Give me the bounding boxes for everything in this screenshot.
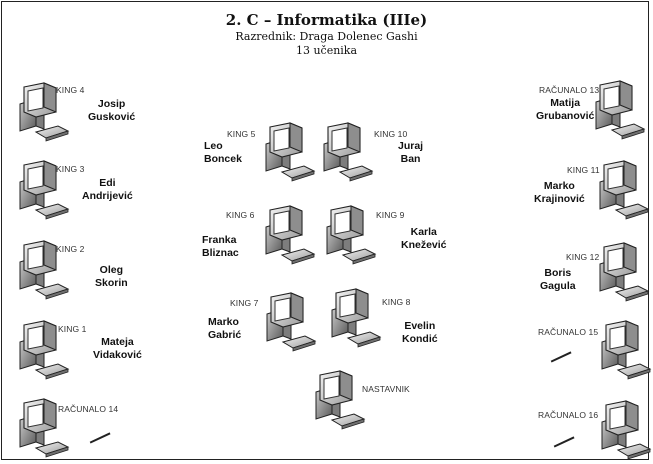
station-label-king7: KING 7: [230, 298, 259, 308]
computer-icon: [590, 242, 652, 302]
computer-icon: [256, 122, 318, 182]
computer-icon: [306, 370, 368, 430]
station-label-king3: KING 3: [56, 164, 85, 174]
computer-icon: [322, 288, 384, 348]
computer-icon: [592, 400, 653, 460]
station-label-king9: KING 9: [376, 210, 405, 220]
station-label-king8: KING 8: [382, 297, 411, 307]
computer-icon: [10, 240, 72, 300]
station-label-king5: KING 5: [227, 129, 256, 139]
computer-icon: [256, 205, 318, 265]
student-count: 13 učenika: [295, 44, 358, 57]
computer-icon: [10, 82, 72, 142]
station-label-racunalo14: RAČUNALO 14: [58, 404, 119, 414]
station-label-king2: KING 2: [56, 244, 85, 254]
station-label-racunalo15: RAČUNALO 15: [538, 327, 599, 337]
station-label-king6: KING 6: [226, 210, 255, 220]
station-label-nastavnik: NASTAVNIK: [362, 384, 410, 394]
computer-icon: [10, 160, 72, 220]
station-label-racunalo13: RAČUNALO 13: [539, 85, 600, 95]
computer-icon: [314, 122, 376, 182]
computer-icon: [10, 320, 72, 380]
computer-icon: [317, 205, 379, 265]
computer-icon: [257, 292, 319, 352]
station-label-racunalo16: RAČUNALO 16: [538, 410, 599, 420]
computer-icon: [586, 80, 648, 140]
page-title: 2. C – Informatika (IIIe): [225, 11, 428, 29]
teacher-line: Razrednik: Draga Dolenec Gashi: [235, 30, 418, 43]
computer-icon: [590, 160, 652, 220]
station-label-king10: KING 10: [374, 129, 408, 139]
station-label-king12: KING 12: [566, 252, 600, 262]
station-label-king4: KING 4: [56, 85, 85, 95]
computer-icon: [592, 320, 653, 380]
station-label-king11: KING 11: [567, 165, 600, 175]
station-label-king1: KING 1: [58, 324, 87, 334]
computer-icon: [10, 398, 72, 458]
